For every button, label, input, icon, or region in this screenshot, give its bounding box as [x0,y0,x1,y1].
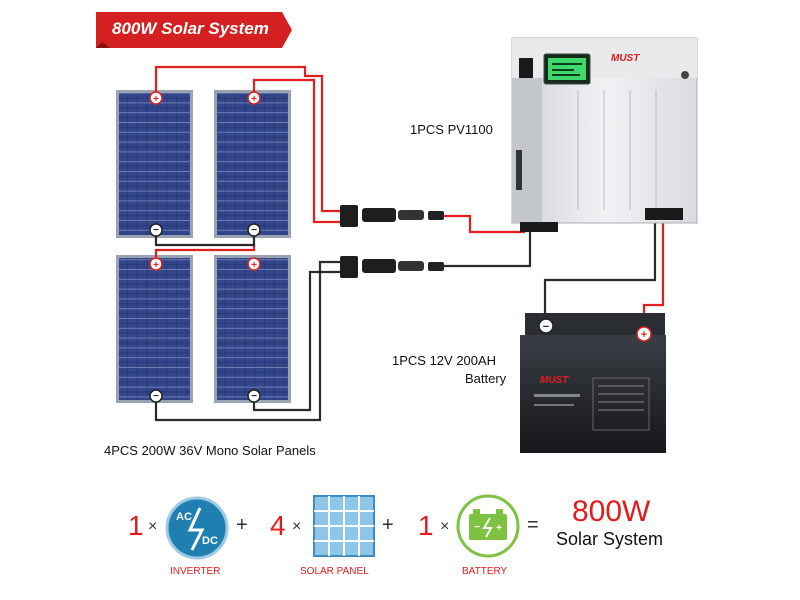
svg-text:−: − [153,391,159,402]
inverter-count: 1 [128,510,144,541]
battery-unit: MUST − + [520,313,666,453]
svg-text:MUST: MUST [611,53,640,64]
battery-count: 1 [418,510,434,541]
inverter-label: 1PCS PV1100 [410,122,493,137]
plus-sign-1: + [236,514,248,536]
svg-text:MUST: MUST [540,375,569,386]
svg-text:+: + [251,94,257,105]
svg-text:+: + [251,260,257,271]
panels-label: 4PCS 200W 36V Mono Solar Panels [104,443,316,458]
battery-times: × [440,518,450,535]
solar-panel-bottom-right [214,255,291,403]
mc4-connectors [340,205,444,278]
battery-label-line2: Battery [465,371,507,386]
battery-label-line1: 1PCS 12V 200AH [392,353,497,368]
solar-panel-top-right [214,90,291,238]
solar-panel-caption: SOLAR PANEL [300,566,369,577]
battery-caption: BATTERY [462,566,508,577]
page-title: 800W Solar System [112,19,269,38]
title-banner [96,12,292,48]
svg-text:AC: AC [176,511,192,523]
result-value: 800W [572,495,651,528]
equals-sign: = [527,514,539,536]
solar-panel-bottom-left [116,255,193,403]
plus-sign-2: + [382,514,394,536]
solar-panel-top-left [116,90,193,238]
svg-text:+: + [496,523,502,534]
svg-text:−: − [153,225,159,236]
inverter-ac-dc-icon: AC DC [165,496,229,560]
svg-text:+: + [641,329,647,341]
panel-terminals: + + − − + + − − [149,91,261,403]
svg-text:+: + [153,94,159,105]
battery-icon: − + [456,494,520,558]
inverter-unit: MUST [511,37,698,232]
svg-text:−: − [543,321,549,333]
solar-panel-icon [313,495,375,557]
svg-text:DC: DC [202,535,218,547]
svg-text:−: − [474,522,480,533]
inverter-times: × [148,518,158,535]
inverter-caption: INVERTER [170,566,221,577]
panel-count: 4 [270,510,286,541]
svg-text:−: − [251,391,257,402]
result-label: Solar System [556,529,664,549]
svg-text:+: + [153,260,159,271]
panel-times: × [292,518,302,535]
black-wires [154,214,657,422]
svg-text:−: − [251,225,257,236]
